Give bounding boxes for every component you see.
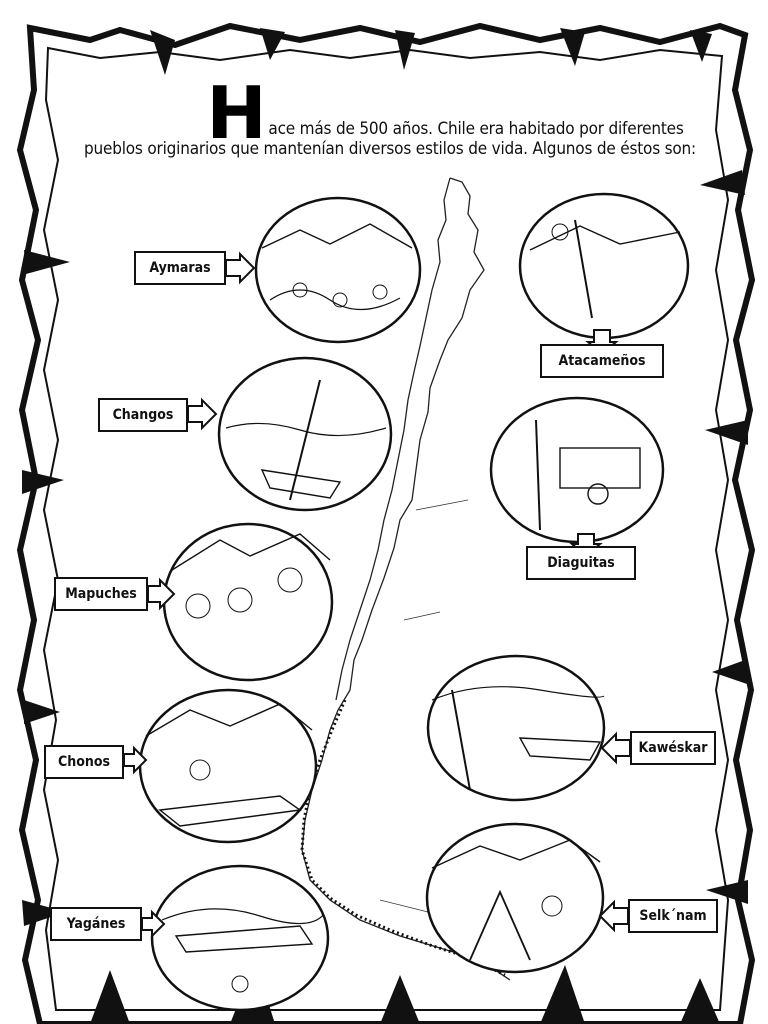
illustration-chonos <box>138 688 318 844</box>
illustration-atacamenos <box>518 192 690 340</box>
label-kaweskar: Kawéskar <box>630 731 716 765</box>
illustration-mapuches <box>162 522 334 682</box>
illustration-changos <box>217 356 393 512</box>
label-atacamenos: Atacameños <box>540 344 664 378</box>
arrow-left-icon <box>598 731 631 933</box>
label-chonos: Chonos <box>44 745 124 779</box>
frame-outer-edge <box>16 22 756 1024</box>
map-of-chile-icon <box>301 177 511 981</box>
illustration-diaguitas <box>489 396 665 544</box>
label-aymaras: Aymaras <box>134 251 226 285</box>
illustration-aymaras <box>254 196 422 344</box>
label-changos: Changos <box>98 398 188 432</box>
label-diaguitas: Diaguitas <box>526 546 636 580</box>
drop-cap: H <box>206 71 267 155</box>
arrow-right-icon <box>123 251 256 939</box>
map-southern-archipelago <box>300 699 506 977</box>
illustration-yaganes <box>150 864 330 1012</box>
intro-line-2: pueblos originarios que mantenían divers… <box>84 139 696 159</box>
illustration-kaweskar <box>426 654 606 802</box>
label-selknam: Selk´nam <box>628 899 718 933</box>
illustration-selknam <box>425 822 605 974</box>
frame-inner-edge <box>42 46 730 1011</box>
intro-line-1-text: ace más de 500 años. Chile era habitado … <box>268 119 684 139</box>
label-mapuches: Mapuches <box>54 577 148 611</box>
label-yaganes: Yagánes <box>50 907 142 941</box>
